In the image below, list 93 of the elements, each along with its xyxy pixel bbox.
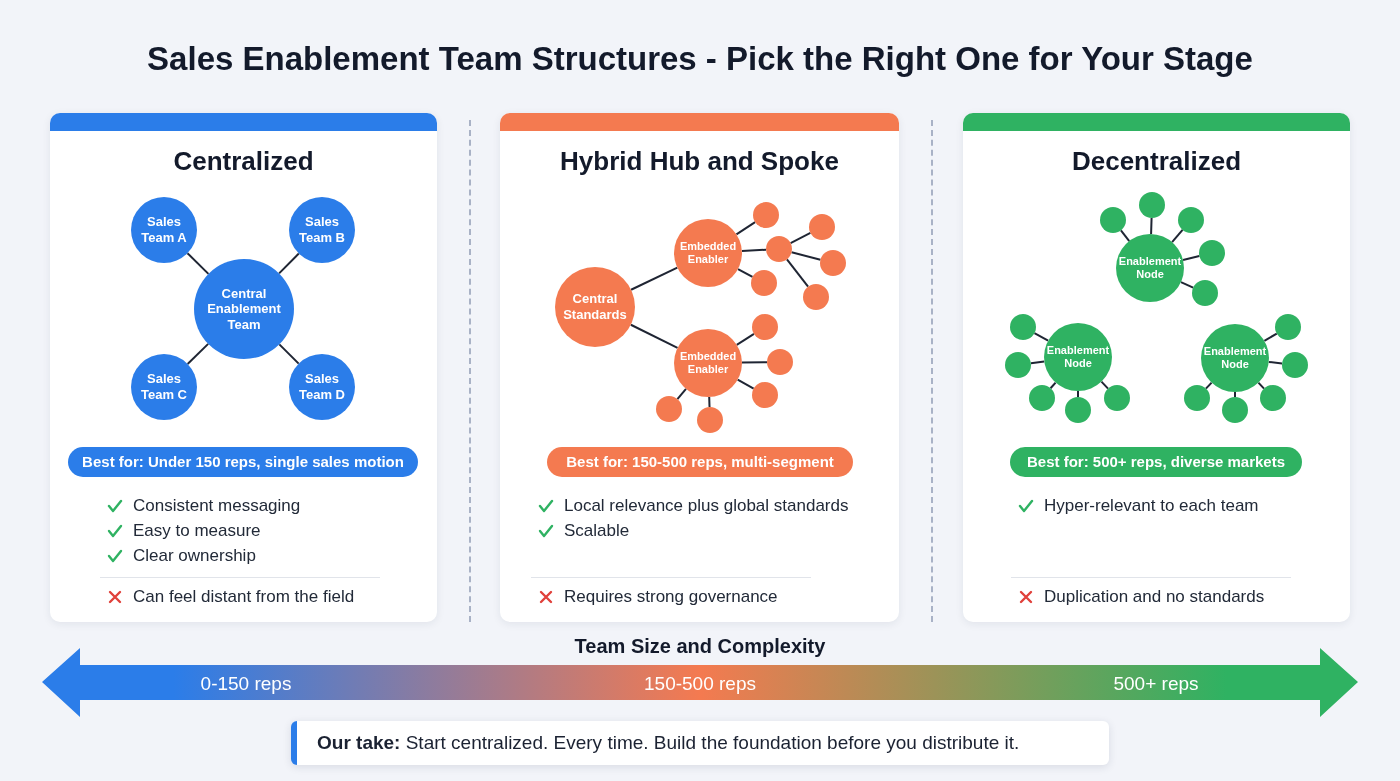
role-circle: Sales Team A [131, 197, 197, 263]
role-circle: Sales Team C [131, 354, 197, 420]
member-circle [820, 250, 846, 276]
structure-card [500, 113, 899, 622]
connector-line [741, 361, 768, 364]
card-title: Decentralized [1070, 146, 1243, 177]
role-circle: Enablement Node [1116, 234, 1184, 302]
member-circle [656, 396, 682, 422]
role-circle: Enablement Node [1201, 324, 1269, 392]
role-circle: Enablement Node [1044, 323, 1112, 391]
member-circle [752, 314, 778, 340]
list-item: Easy to measure [133, 521, 261, 541]
list-item: Hyper-relevant to each team [1044, 496, 1259, 516]
connector-line [1267, 360, 1284, 365]
member-circle [1104, 385, 1130, 411]
member-circle [753, 202, 779, 228]
list-item: Requires strong governance [564, 587, 778, 607]
connector-line [629, 323, 679, 349]
role-circle: Central Enablement Team [194, 259, 294, 359]
connector-line [1171, 228, 1184, 244]
connector-line [1234, 391, 1236, 398]
connector-line [1263, 332, 1278, 342]
member-circle [1100, 207, 1126, 233]
member-circle [1184, 385, 1210, 411]
connector-line [278, 343, 300, 365]
role-circle: Sales Team B [289, 197, 355, 263]
structure-card [963, 113, 1350, 622]
member-circle [767, 349, 793, 375]
member-circle [766, 236, 792, 262]
member-circle [1029, 385, 1055, 411]
connector-line [1077, 390, 1079, 398]
role-circle: Embedded Enabler [674, 219, 742, 287]
connector-line [1119, 229, 1131, 243]
member-circle [1199, 240, 1225, 266]
scale-label: 0-150 reps [200, 673, 292, 695]
connector-line [735, 332, 755, 346]
connector-line [708, 396, 711, 408]
member-circle [1222, 397, 1248, 423]
connector-line [1179, 281, 1195, 289]
connector-line [1150, 217, 1153, 235]
connector-line [186, 252, 210, 275]
connector-line [186, 342, 210, 365]
member-circle [697, 407, 723, 433]
member-circle [1065, 397, 1091, 423]
list-item: Local relevance plus global standards [564, 496, 849, 516]
connector-line [736, 378, 755, 390]
scale-label: 500+ reps [1113, 673, 1199, 695]
member-circle [1005, 352, 1031, 378]
list-item: Duplication and no standards [1044, 587, 1265, 607]
connector-line [790, 251, 822, 261]
structure-card [50, 113, 437, 622]
role-circle: Central Standards [555, 267, 635, 347]
connector-line [789, 231, 812, 245]
axis-title: Team Size and Complexity [574, 634, 826, 658]
connector-line [278, 252, 300, 275]
member-circle [1275, 314, 1301, 340]
member-circle [751, 270, 777, 296]
member-circle [1139, 192, 1165, 218]
role-circle: Embedded Enabler [674, 329, 742, 397]
list-item: Scalable [564, 521, 630, 541]
connector-line [1204, 381, 1213, 390]
takeaway-box: Our take: Start centralized. Every time. Build the foundation before you distribute it. [291, 721, 1109, 765]
page-title: Sales Enablement Team Structures - Pick the Right One for Your Stage [146, 40, 1254, 78]
list-item: Consistent messaging [133, 496, 301, 516]
connector-line [740, 248, 767, 253]
member-circle [1192, 280, 1218, 306]
connector-line [735, 221, 757, 236]
role-circle: Sales Team D [289, 354, 355, 420]
connector-line [1182, 255, 1201, 261]
list-item: Clear ownership [133, 546, 256, 566]
member-circle [809, 214, 835, 240]
connector-line [736, 268, 754, 278]
best-for-badge: Best for: Under 150 reps, single sales motion [68, 447, 418, 477]
member-circle [1260, 385, 1286, 411]
list-item: Can feel distant from the field [133, 587, 355, 607]
connector-line [1033, 332, 1050, 342]
connector-line [630, 266, 679, 291]
member-circle [1282, 352, 1308, 378]
member-circle [1010, 314, 1036, 340]
connector-line [1100, 380, 1110, 390]
connector-line [785, 258, 810, 288]
best-for-badge: Best for: 500+ reps, diverse markets [1010, 447, 1302, 477]
connector-line [1257, 381, 1266, 390]
card-title: Hybrid Hub and Spoke [559, 146, 840, 177]
member-circle [1178, 207, 1204, 233]
member-circle [803, 284, 829, 310]
member-circle [752, 382, 778, 408]
card-title: Centralized [172, 146, 315, 177]
scale-label: 150-500 reps [644, 673, 756, 695]
connector-line [1029, 360, 1046, 365]
best-for-badge: Best for: 150-500 reps, multi-segment [547, 447, 853, 477]
connector-line [1049, 381, 1057, 390]
connector-line [676, 387, 687, 401]
